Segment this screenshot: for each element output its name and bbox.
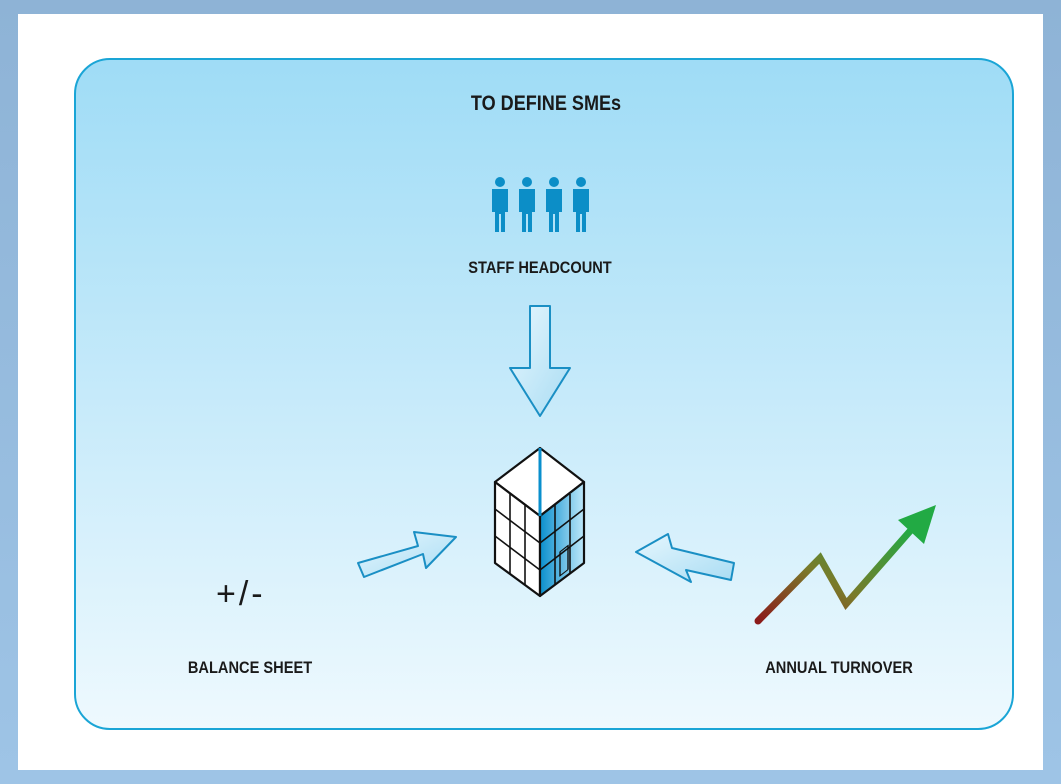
down-arrow-icon — [509, 305, 571, 417]
plus-minus-symbol: +/- — [216, 575, 266, 613]
diagram-title: TO DEFINE SMEs — [470, 92, 622, 115]
growth-arrow-icon — [754, 505, 936, 625]
balance-sheet-label: BALANCE SHEET — [187, 658, 313, 677]
left-arrow-icon — [635, 533, 735, 583]
annual-turnover-label: ANNUAL TURNOVER — [765, 658, 913, 677]
slide-background: TO DEFINE SMEs STAFF HEADCOUNT +/- BALAN… — [18, 14, 1043, 770]
building-icon — [493, 446, 586, 598]
sme-definition-panel: TO DEFINE SMEs STAFF HEADCOUNT +/- BALAN… — [74, 58, 1014, 730]
staff-headcount-label: STAFF HEADCOUNT — [468, 258, 612, 277]
diagram-art — [357, 177, 936, 625]
people-icon — [492, 177, 589, 232]
right-arrow-icon — [357, 531, 457, 578]
